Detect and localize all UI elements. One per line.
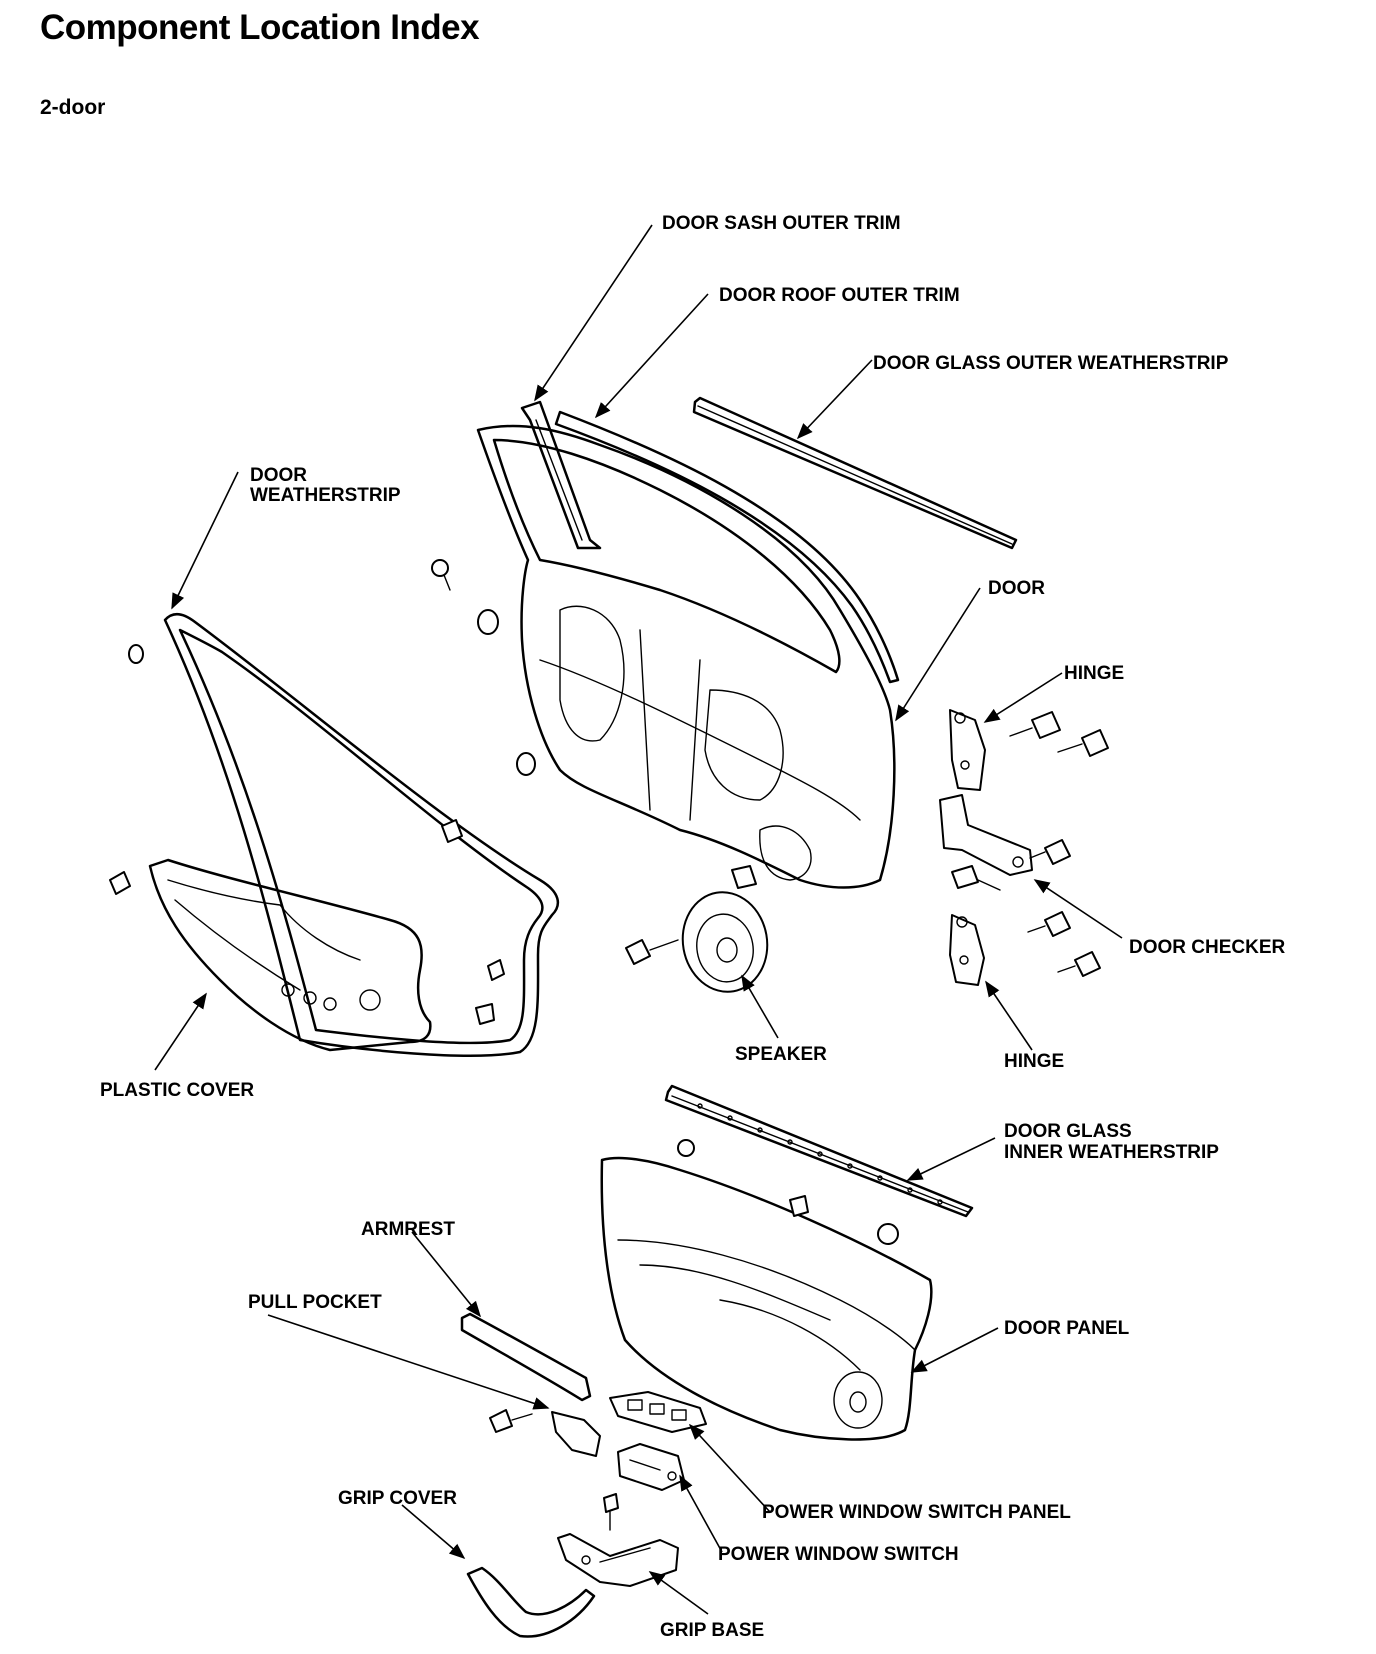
hinge-lower-part (949, 914, 985, 986)
label-door-checker: DOOR CHECKER (1129, 937, 1286, 958)
armrest-part (460, 1312, 592, 1402)
door-weatherstrip-part (163, 613, 560, 1058)
label-door-glass-outer-weatherstrip: DOOR GLASS OUTER WEATHERSTRIP (873, 353, 1229, 374)
label-hinge-lower: HINGE (1004, 1051, 1064, 1072)
label-door-weatherstrip-line2: WEATHERSTRIP (250, 485, 401, 506)
power-window-switch-part (603, 1443, 685, 1531)
speaker-part (625, 865, 769, 993)
label-plastic-cover: PLASTIC COVER (100, 1080, 254, 1101)
door-panel-part (600, 1139, 933, 1441)
door-part (476, 424, 896, 889)
label-power-window-switch: POWER WINDOW SWITCH (718, 1544, 959, 1565)
label-door-glass-inner-weatherstrip-line2: INNER WEATHERSTRIP (1004, 1142, 1219, 1163)
door-glass-outer-weatherstrip-part (692, 396, 1018, 550)
label-door-glass-inner-weatherstrip-line1: DOOR GLASS (1004, 1121, 1132, 1142)
pull-pocket-part (489, 1409, 601, 1457)
page-title: Component Location Index (40, 8, 480, 47)
label-door-panel: DOOR PANEL (1004, 1318, 1130, 1339)
label-door: DOOR (988, 578, 1045, 599)
hinge-bolts-upper (1009, 711, 1109, 757)
door-checker-part (939, 794, 1071, 891)
clips (109, 559, 536, 1025)
label-door-sash-outer-trim: DOOR SASH OUTER TRIM (662, 213, 901, 234)
label-door-weatherstrip-line1: DOOR (250, 465, 307, 486)
label-door-roof-outer-trim: DOOR ROOF OUTER TRIM (719, 285, 960, 306)
hinge-bolts-lower (1027, 911, 1101, 977)
label-speaker: SPEAKER (735, 1044, 827, 1065)
grip-cover-part (466, 1566, 596, 1638)
page-subtitle: 2-door (40, 96, 106, 119)
label-grip-base: GRIP BASE (660, 1620, 764, 1641)
label-hinge-upper: HINGE (1064, 663, 1124, 684)
door-roof-outer-trim-part (554, 410, 900, 684)
door-glass-inner-weatherstrip-part (664, 1084, 974, 1218)
plastic-cover-part (148, 858, 432, 1052)
leader-lines (154, 224, 1123, 1615)
label-pull-pocket: PULL POCKET (248, 1292, 382, 1313)
hinge-upper-part (949, 709, 986, 791)
power-window-switch-panel-part (609, 1391, 707, 1433)
door-sash-outer-trim-part (520, 400, 602, 550)
label-grip-cover: GRIP COVER (338, 1488, 457, 1509)
grip-base-part (557, 1533, 679, 1587)
label-armrest: ARMREST (361, 1219, 455, 1240)
label-power-window-switch-panel: POWER WINDOW SWITCH PANEL (762, 1502, 1071, 1523)
